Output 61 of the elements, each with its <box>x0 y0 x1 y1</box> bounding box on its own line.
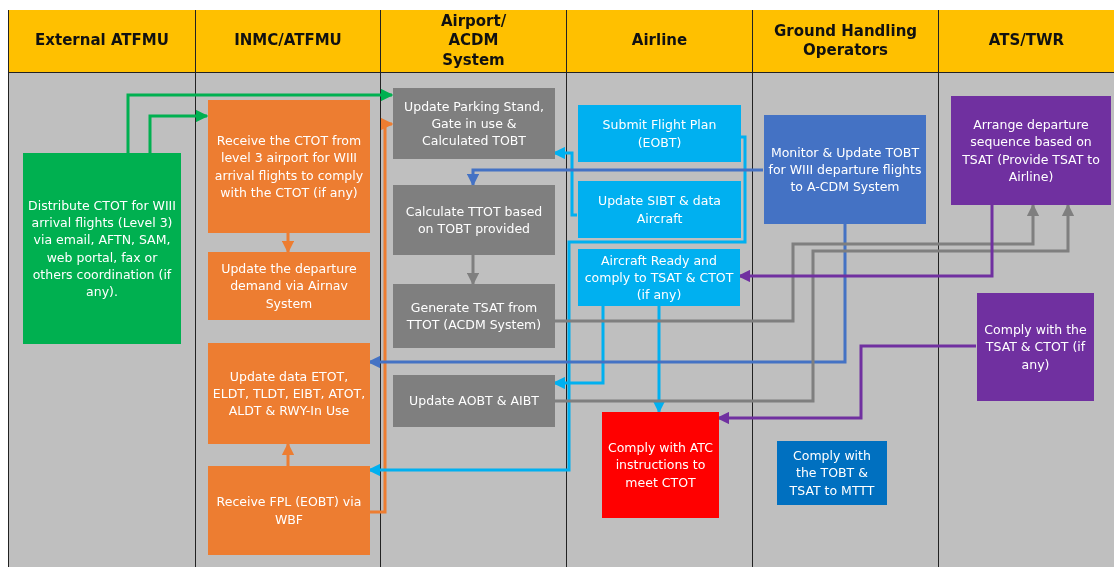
process-box <box>393 375 555 427</box>
process-box <box>393 284 555 348</box>
step-text: Submit Flight Plan (EOBT) <box>601 116 718 151</box>
process-box <box>208 343 370 444</box>
swimlane <box>566 10 752 567</box>
step-text: Update data ETOT, ELDT, TLDT, EIBT, ATOT, ALDT & RWY-In Use <box>211 367 367 420</box>
step-text: Update AOBT & AIBT <box>408 392 540 410</box>
arrow <box>554 203 1075 403</box>
arrow <box>466 168 763 187</box>
step-text: Calculate TTOT based on TOBT provided <box>404 202 544 238</box>
arrow <box>652 306 666 414</box>
process-box <box>951 96 1111 205</box>
swimlane <box>752 10 938 567</box>
lane-title: ATS/TWR <box>987 31 1066 51</box>
arrow <box>716 344 976 425</box>
arrow <box>552 306 605 390</box>
arrow <box>552 146 577 217</box>
arrow <box>281 233 295 254</box>
arrow <box>148 109 209 153</box>
process-box <box>764 115 926 224</box>
process-box <box>602 412 719 518</box>
process-box <box>208 466 370 555</box>
arrow <box>367 135 747 477</box>
swimlane <box>380 10 566 567</box>
process-box <box>208 100 370 233</box>
process-box <box>977 293 1094 401</box>
step-text: Comply with the TOBT & TSAT to MTTT <box>788 447 876 499</box>
process-box <box>208 252 370 320</box>
arrow <box>367 224 847 369</box>
step-text: Distribute CTOT for WIII arrival flights (Level 3) via email, AFTN, SAM, web portal, fax or others coordination (if any). <box>27 196 177 301</box>
step-text: Update the departure demand via Airnav System <box>220 260 358 312</box>
step-text: Arrange departure sequence based on TSAT (Provide TSAT to Airline) <box>961 116 1101 185</box>
step-text: Aircraft Ready and comply to TSAT & CTOT (if any) <box>583 251 735 304</box>
process-box <box>578 105 741 162</box>
arrow <box>126 88 394 153</box>
lane-title: Airport/ ACDM System <box>439 11 508 71</box>
process-box <box>393 185 555 255</box>
arrow <box>369 117 394 514</box>
arrow <box>737 205 994 283</box>
lane-title: Airline <box>630 31 689 51</box>
swimlane <box>938 10 1114 567</box>
step-text: Monitor & Update TOBT for WIII departure flights to A-CDM System <box>767 143 923 196</box>
step-text: Receive FPL (EOBT) via WBF <box>215 493 363 528</box>
lane-title: INMC/ATFMU <box>233 31 343 51</box>
step-text: Generate TSAT from TTOT (ACDM System) <box>405 298 543 334</box>
arrow <box>281 442 295 466</box>
arrow <box>466 255 480 286</box>
step-text: Comply with ATC instructions to meet CTOT <box>606 439 714 491</box>
swimlane <box>195 10 380 567</box>
lane-title: Ground Handling Operators <box>772 21 919 61</box>
lane-title: External ATFMU <box>34 31 170 51</box>
process-box <box>393 88 555 159</box>
step-text: Comply with the TSAT & CTOT (if any) <box>983 321 1088 373</box>
step-text: Update Parking Stand, Gate in use & Calculated TOBT <box>403 97 545 150</box>
process-box <box>578 181 741 238</box>
step-text: Receive the CTOT from level 3 airport for WIII arrival flights to comply with the CTOT (if any) <box>213 132 365 201</box>
process-box <box>23 153 181 344</box>
swimlane <box>8 10 195 567</box>
arrow <box>554 203 1040 323</box>
step-text: Update SIBT & data Aircraft <box>597 192 722 227</box>
process-box <box>777 441 887 505</box>
